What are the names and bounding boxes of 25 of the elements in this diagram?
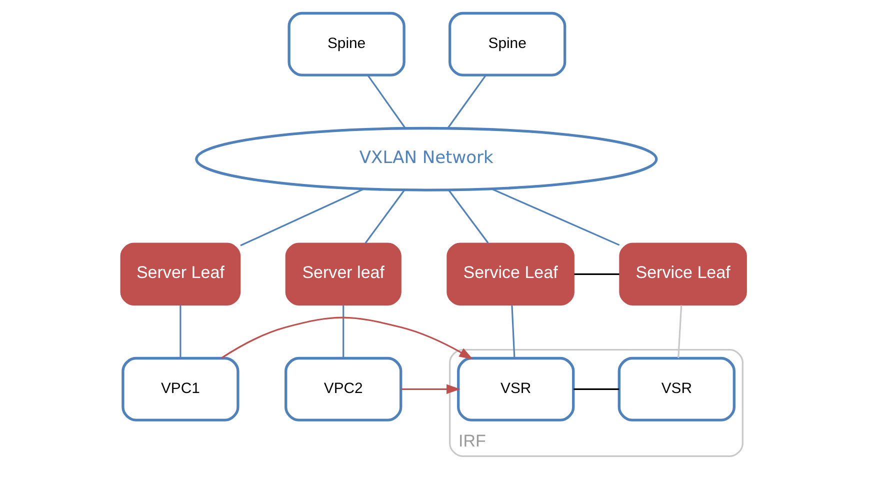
- connector: [678, 304, 682, 358]
- node-box: VSR: [618, 356, 736, 421]
- connector: [511, 304, 516, 358]
- connector: [574, 272, 620, 274]
- node-box: Server leaf: [285, 242, 402, 306]
- node-box: Server Leaf: [120, 242, 241, 306]
- node-ellipse: VXLAN Network: [195, 126, 658, 191]
- node-box: VPC1: [122, 356, 240, 421]
- node-box: Service Leaf: [619, 242, 747, 306]
- connector: [448, 189, 489, 243]
- node-box: Spine: [448, 11, 566, 76]
- connector: [240, 188, 364, 246]
- connector: [180, 304, 182, 358]
- arrow: [400, 384, 460, 394]
- connector: [367, 74, 406, 128]
- connector: [491, 188, 620, 246]
- arrow: [221, 316, 474, 359]
- connector: [364, 189, 406, 243]
- connector: [447, 74, 487, 128]
- node-box: Spine: [288, 11, 406, 76]
- connector: [574, 388, 620, 390]
- node-box: VPC2: [284, 356, 402, 421]
- connector: [342, 304, 344, 358]
- node-box: Service Leaf: [446, 242, 574, 306]
- node-box: VSR: [457, 356, 575, 421]
